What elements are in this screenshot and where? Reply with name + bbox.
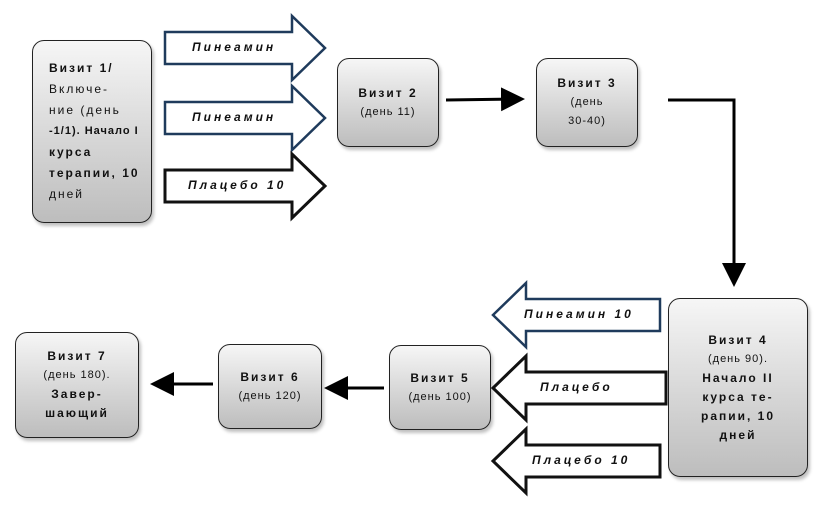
placebo-arrow-2-label: Плацебо xyxy=(540,380,613,394)
visit-7-day: (день 180). xyxy=(43,369,111,381)
visit-7-box: Визит 7 (день 180). Завер- шающий xyxy=(15,332,139,438)
visit-7-title: Визит 7 xyxy=(47,349,107,363)
visit-4-box: Визит 4 (день 90). Начало II курса те- р… xyxy=(668,298,808,477)
connector-visit2-visit3 xyxy=(445,87,525,112)
placebo-arrow-3 xyxy=(490,425,662,497)
visit-1-title: Визит 1/ xyxy=(49,61,114,75)
visit-7-line-1: Завер- xyxy=(51,387,103,401)
pineamin-arrow-2-label: Пинеамин xyxy=(192,110,277,124)
visit-1-line-2: ние (день xyxy=(49,103,121,117)
visit-1-line-3: -1/1). Начало I xyxy=(49,125,139,137)
visit-4-line-4: дней xyxy=(719,427,757,442)
visit-6-box: Визит 6 (день 120) xyxy=(218,344,322,429)
visit-6-day: (день 120) xyxy=(238,389,302,402)
visit-4-line-3: рапии, 10 xyxy=(700,408,776,423)
pineamin-arrow-1-label: Пинеамин xyxy=(192,40,277,54)
placebo-arrow-1-label: Плацебо 10 xyxy=(188,178,287,192)
visit-4-line-2: курса те- xyxy=(702,389,774,404)
pineamin-arrow-3 xyxy=(491,280,662,350)
placebo-arrow-1 xyxy=(163,150,328,222)
visit-6-title: Визит 6 xyxy=(240,369,300,384)
visit-5-box: Визит 5 (день 100) xyxy=(389,345,491,430)
visit-2-title: Визит 2 xyxy=(358,85,418,100)
pineamin-arrow-3-label: Пинеамин 10 xyxy=(524,307,634,321)
pineamin-arrow-1 xyxy=(163,13,327,83)
visit-1-line-6: дней xyxy=(49,187,85,201)
pineamin-arrow-2 xyxy=(163,83,327,153)
visit-1-box: Визит 1/ Включе- ние (день -1/1). Начало… xyxy=(32,40,152,223)
visit-2-day: (день 11) xyxy=(360,105,416,118)
connector-visit3-visit4 xyxy=(668,98,746,287)
visit-1-line-1: Включе- xyxy=(49,82,110,96)
visit-4-day: (день 90). xyxy=(707,352,768,365)
visit-3-title: Визит 3 xyxy=(557,76,617,90)
placebo-arrow-2 xyxy=(490,352,668,424)
placebo-arrow-3-label: Плацебо 10 xyxy=(532,453,631,467)
visit-5-day: (день 100) xyxy=(408,390,472,403)
visit-3-box: Визит 3 (день 30-40) xyxy=(536,58,638,147)
visit-3-day-line-2: 30-40) xyxy=(568,115,606,127)
visit-1-line-5: терапии, 10 xyxy=(49,166,140,180)
visit-4-line-1: Начало II xyxy=(702,370,774,385)
visit-4-title: Визит 4 xyxy=(708,332,768,347)
visit-2-box: Визит 2 (день 11) xyxy=(337,58,439,147)
visit-7-line-2: шающий xyxy=(45,406,109,420)
visit-5-title: Визит 5 xyxy=(410,370,470,385)
visit-3-day-line-1: (день xyxy=(570,96,604,108)
visit-1-line-4: курса xyxy=(49,145,93,159)
